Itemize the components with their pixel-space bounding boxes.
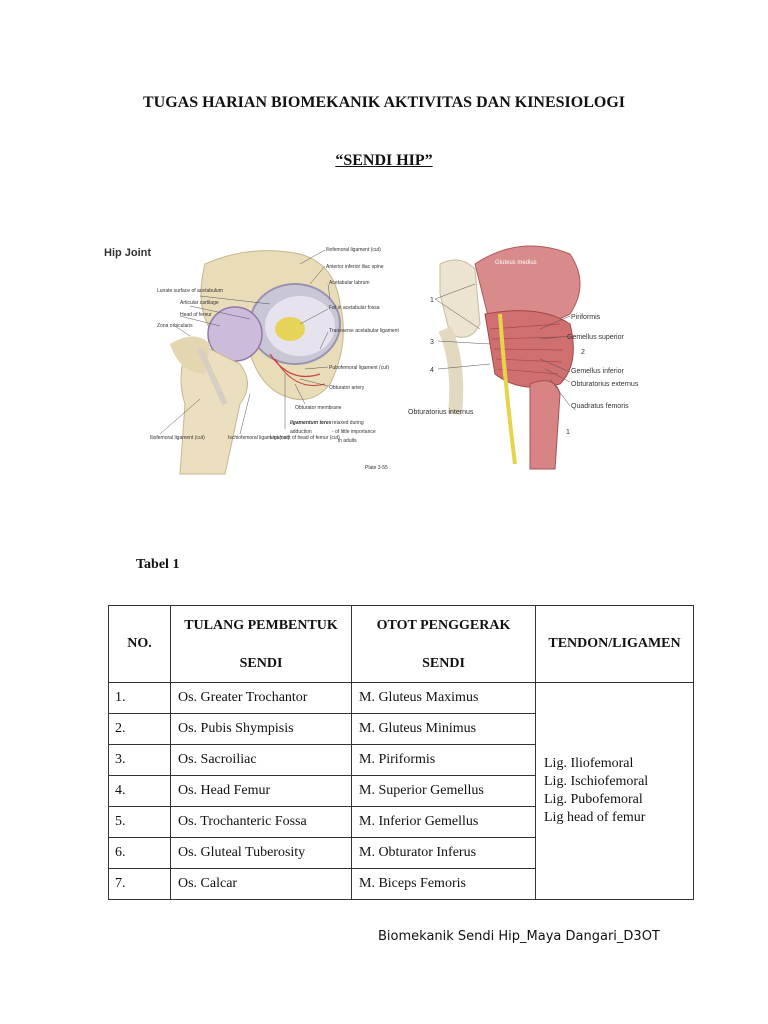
label-piriformis: Piriformis (571, 314, 601, 321)
hip-joint-anatomy-figure: Hip Joint (104, 245, 639, 475)
cell-tendon-ligamen: Lig. Iliofemoral Lig. Ischiofemoral Lig.… (535, 682, 694, 900)
label-zona-orbicularis: Zona orbicularis (157, 323, 193, 329)
label-transverse-ligament: Transverse acetabular ligament (329, 328, 399, 334)
label-plate-number: Plate 3-55 (365, 465, 388, 471)
table-row: 3. Os. Sacroiliac M. Piriformis (108, 744, 694, 776)
cell-otot: M. Inferior Gemellus (351, 806, 536, 838)
cell-no: 3. (108, 744, 171, 776)
header-otot-line2: SENDI (422, 656, 465, 671)
table-row: 2. Os. Pubis Shympisis M. Gluteus Minimu… (108, 713, 694, 745)
label-head-of-femur: Head of femur (180, 312, 212, 318)
cell-otot: M. Gluteus Minimus (351, 713, 536, 745)
cell-otot: M. Biceps Femoris (351, 868, 536, 900)
label-iliofemoral-cut: Iliofemoral ligament (cut) (326, 247, 381, 253)
cell-tulang: Os. Trochanteric Fossa (170, 806, 352, 838)
page-footer: Biomekanik Sendi Hip_Maya Dangari_D3OT (378, 929, 660, 944)
header-tulang-line1: TULANG PEMBENTUK (184, 618, 338, 633)
label-lig-teres-adults: in adults (338, 438, 357, 444)
gluteal-muscles-illustration: Gluteus medius Piriformis Gemellus super… (408, 245, 639, 470)
header-tendon: TENDON/LIGAMEN (535, 605, 694, 683)
label-quadratus-femoris: Quadratus femoris (571, 403, 629, 410)
cell-no: 4. (108, 775, 171, 807)
label-ligamentum-teres: ligamentum teres (290, 420, 332, 426)
label-gluteus-medius: Gluteus medius (495, 260, 537, 266)
cell-otot: M. Superior Gemellus (351, 775, 536, 807)
tendon-item: Lig. Ischiofemoral (544, 774, 649, 789)
cell-tulang: Os. Head Femur (170, 775, 352, 807)
cell-otot: M. Piriformis (351, 744, 536, 776)
label-num-1-lower: 1 (566, 429, 570, 436)
cell-tulang: Os. Gluteal Tuberosity (170, 837, 352, 869)
tendon-item: Lig. Pubofemoral (544, 792, 643, 807)
label-num-2: 2 (581, 349, 585, 356)
label-articular-cartilage: Articular cartilage (180, 300, 219, 306)
document-title: TUGAS HARIAN BIOMEKANIK AKTIVITAS DAN KI… (142, 94, 625, 111)
label-obturatorius-externus: Obturatorius externus (571, 381, 639, 388)
label-lig-head-femur: Ligament of head of femur (cut) (270, 435, 340, 441)
header-otot: OTOT PENGGERAK SENDI (351, 605, 536, 683)
label-lunate-surface: Lunate surface of acetabulum (157, 288, 223, 294)
table-row: 5. Os. Trochanteric Fossa M. Inferior Ge… (108, 806, 694, 838)
header-tulang-line2: SENDI (239, 656, 283, 671)
cell-no: 7. (108, 868, 171, 900)
cell-tulang: Os. Sacroiliac (170, 744, 352, 776)
cell-tulang: Os. Calcar (170, 868, 352, 900)
label-lig-teres-adduction: adduction (290, 429, 312, 435)
header-otot-line1: OTOT PENGGERAK (376, 618, 511, 633)
table-row: 1. Os. Greater Trochantor M. Gluteus Max… (108, 682, 694, 900)
cell-otot: M. Gluteus Maximus (351, 682, 536, 714)
cell-tulang: Os. Pubis Shympisis (170, 713, 352, 745)
label-obturator-membrane: Obturator membrane (295, 405, 342, 411)
table-caption: Tabel 1 (136, 557, 180, 572)
header-no: NO. (108, 605, 171, 683)
label-gemellus-inferior: Gemellus inferior (571, 368, 625, 375)
table-header-row: NO. TULANG PEMBENTUK SENDI OTOT PENGGERA… (108, 605, 694, 683)
table-row: 4. Os. Head Femur M. Superior Gemellus (108, 775, 694, 807)
cell-no: 5. (108, 806, 171, 838)
label-pubofemoral-cut: Pubofemoral ligament (cut) (329, 365, 389, 371)
label-gemellus-superior: Gemellus superior (567, 334, 624, 341)
hip-joint-illustration: Hip Joint (104, 247, 399, 475)
label-num-1: 1 (430, 297, 434, 304)
tendon-item: Lig head of femur (544, 810, 646, 825)
header-tulang: TULANG PEMBENTUK SENDI (170, 605, 352, 683)
cell-tulang: Os. Greater Trochantor (170, 682, 352, 714)
label-obturator-artery: Obturator artery (329, 385, 365, 391)
figure-left-title: Hip Joint (104, 247, 151, 259)
label-num-4: 4 (430, 367, 434, 374)
cell-no: 1. (108, 682, 171, 714)
label-lig-teres-relaxed: relaxed during (332, 420, 364, 426)
label-obturatorius-internus: Obturatorius internus (408, 409, 474, 416)
table-row: 7. Os. Calcar M. Biceps Femoris (108, 868, 694, 900)
label-ischiofemoral-cut: Ischiofemoral ligament (cut) (228, 435, 290, 441)
cell-otot: M. Obturator Inferus (351, 837, 536, 869)
label-iliofemoral-cut-lower: Iliofemoral ligament (cut) (150, 435, 205, 441)
document-subtitle: “SENDI HIP” (335, 152, 433, 169)
label-acetabular-labrum: Acetabular labrum (329, 280, 370, 286)
label-num-3: 3 (430, 339, 434, 346)
anatomy-table: NO. TULANG PEMBENTUK SENDI OTOT PENGGERA… (108, 605, 694, 900)
label-lig-teres-importance: - of little importance (332, 429, 376, 435)
cell-no: 6. (108, 837, 171, 869)
table-row: 6. Os. Gluteal Tuberosity M. Obturator I… (108, 837, 694, 869)
tendon-item: Lig. Iliofemoral (544, 756, 634, 771)
label-anterior-iliac-spine: Anterior inferior iliac spine (326, 264, 384, 270)
label-fat-acetabular-fossa: Fat in acetabular fossa (329, 305, 380, 311)
cell-no: 2. (108, 713, 171, 745)
